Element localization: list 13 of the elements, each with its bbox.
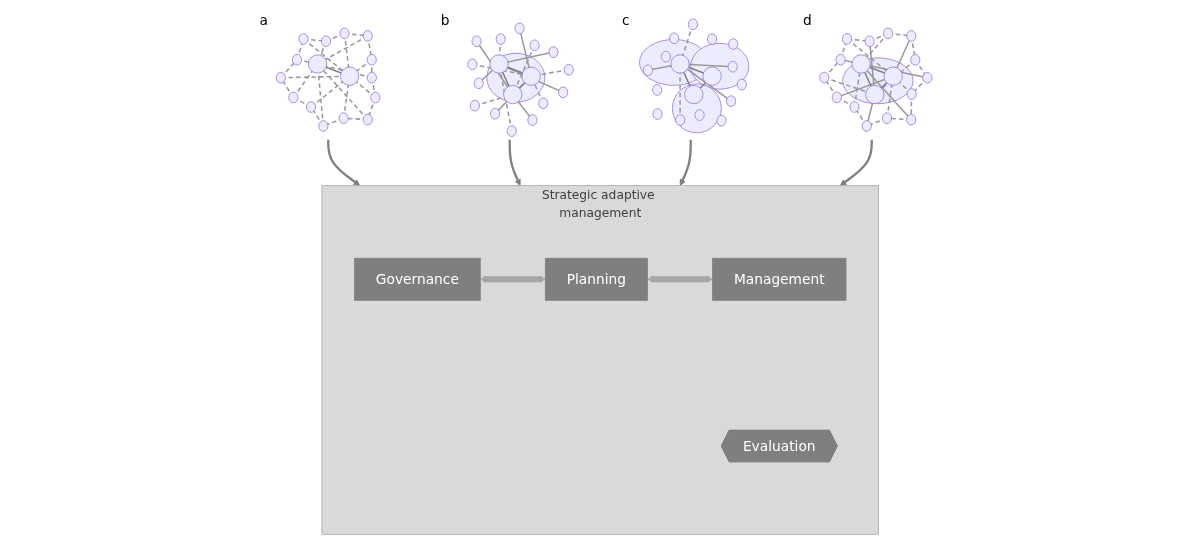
arrow	[647, 275, 713, 283]
node-label: a	[259, 11, 268, 29]
node-box: Governance	[354, 257, 481, 301]
arrow	[839, 139, 873, 186]
node-box: Planning	[544, 257, 648, 301]
arrow	[480, 275, 546, 283]
arrow	[508, 139, 521, 186]
arrow	[327, 139, 361, 186]
node-label: d	[802, 11, 812, 29]
node-label: b	[440, 11, 450, 29]
node-box: Management	[712, 257, 847, 301]
node-label: c	[621, 11, 630, 29]
arrow	[679, 139, 692, 186]
